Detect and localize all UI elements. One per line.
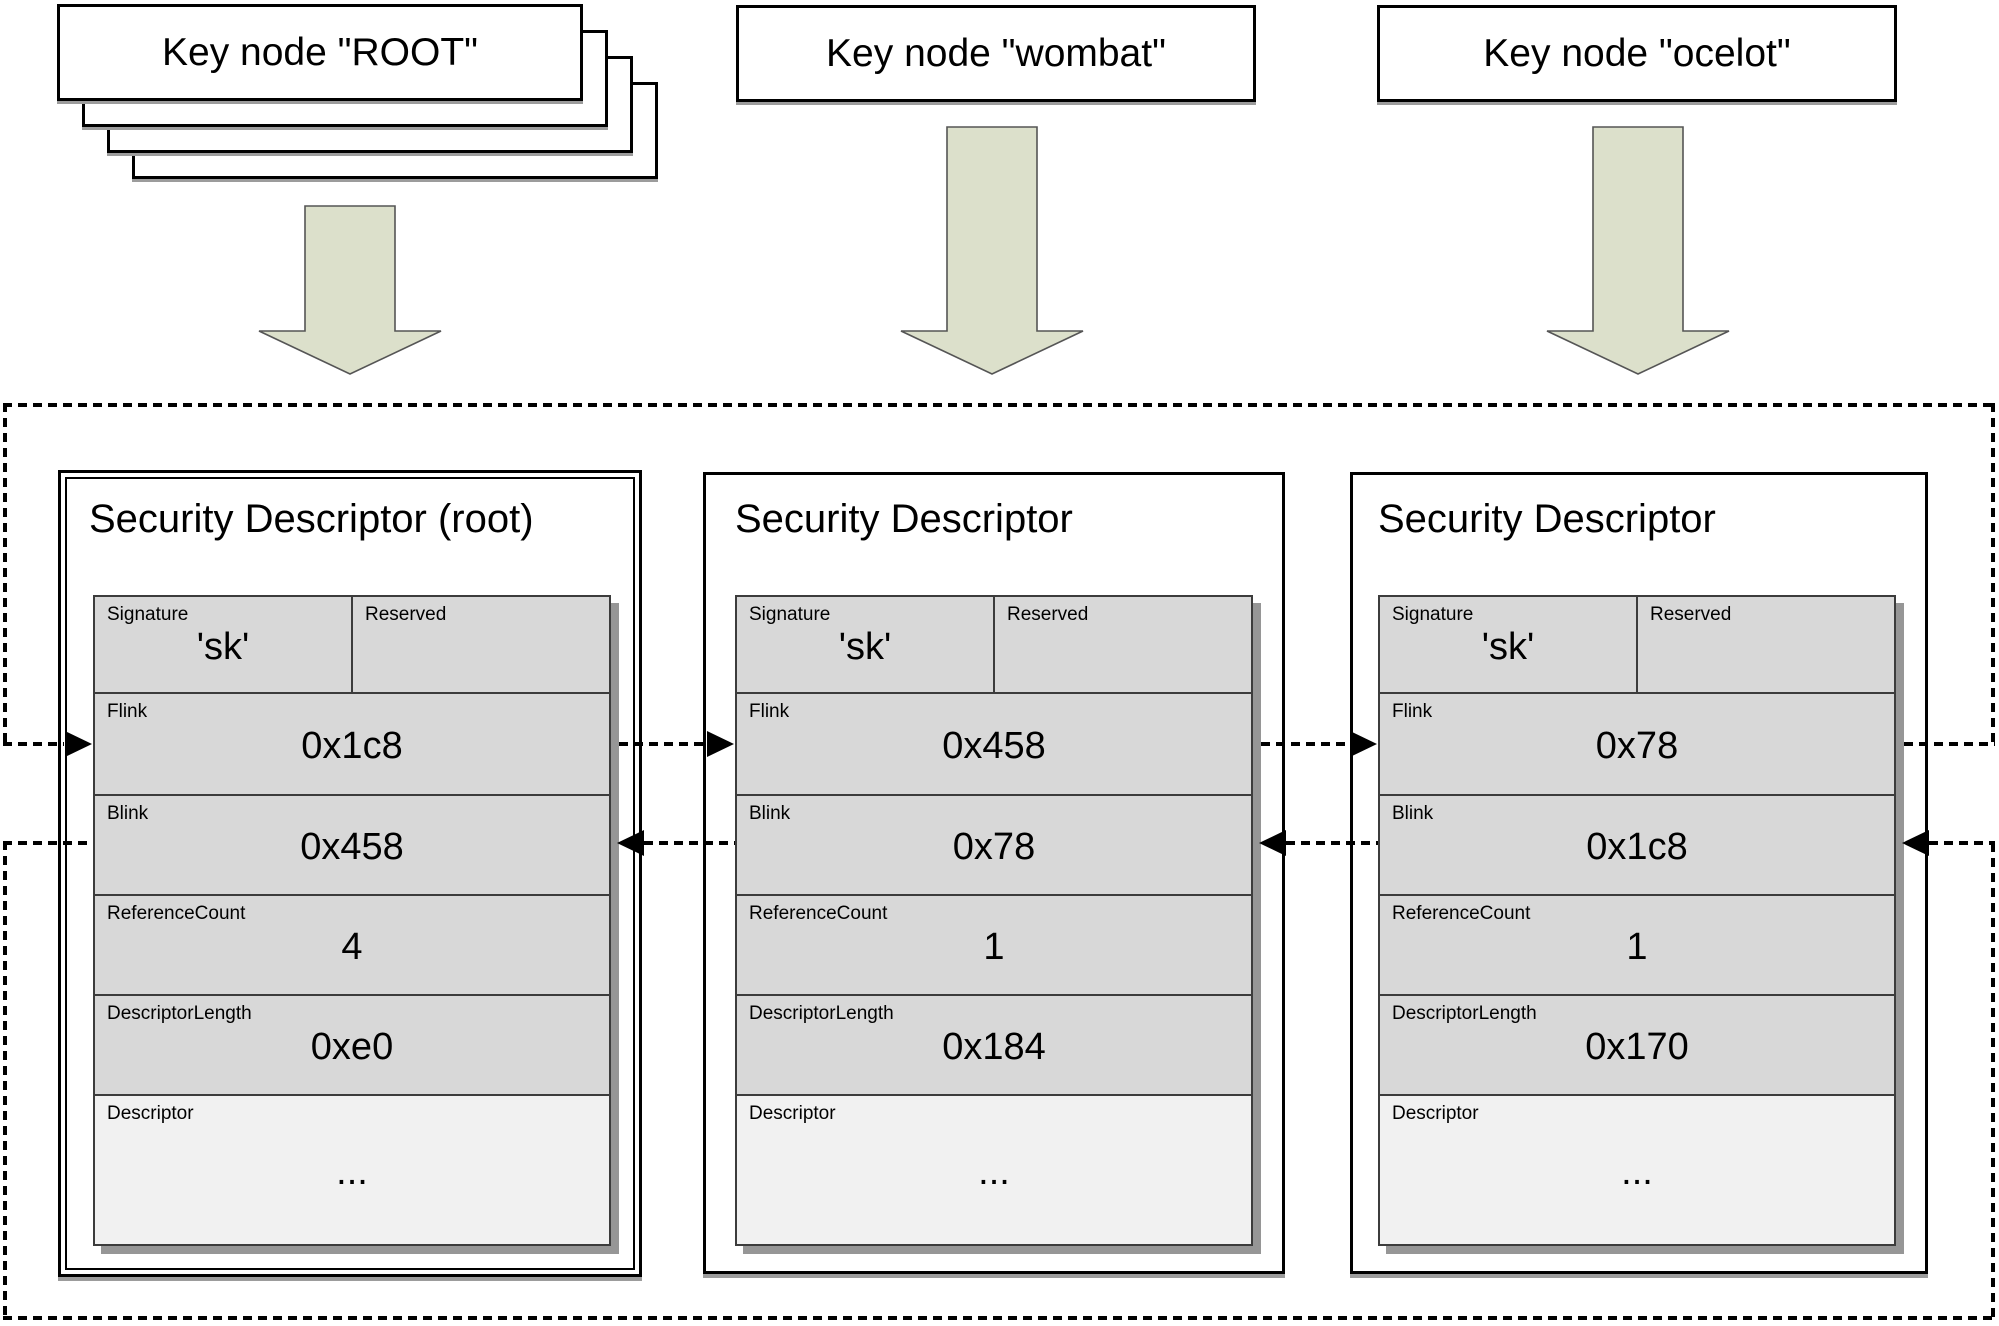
flink-link-wombat-to-ocelot [1261,742,1350,746]
blink-link-root-out [3,841,93,845]
key-node-wombat-box: Key node "wombat" [736,5,1256,102]
field-descriptorlength: DescriptorLength 0xe0 [95,996,609,1096]
security-descriptor-title: Security Descriptor [1378,497,1716,541]
field-label: DescriptorLength [1392,1003,1537,1024]
key-node-wombat-label: Key node "wombat" [826,31,1166,75]
flink-loop-right-edge [1991,403,1995,746]
key-node-ocelot-label: Key node "ocelot" [1483,31,1791,75]
field-value: 'sk' [838,625,892,668]
field-label: Blink [107,803,149,824]
field-value: ... [336,1151,368,1194]
field-referencecount: ReferenceCount 1 [737,896,1251,996]
field-label: Signature [749,604,831,625]
field-descriptorlength: DescriptorLength 0x170 [1380,996,1894,1096]
field-label: Blink [1392,803,1434,824]
field-blink: Blink 0x78 [737,796,1251,896]
blink-arrowhead-root [617,830,644,856]
field-value: 0xe0 [310,1026,394,1069]
security-descriptor-table: Signature 'sk' Reserved Flink 0x1c8 Blin… [93,595,611,1246]
field-signature: Signature 'sk' [95,597,351,692]
down-arrow-ocelot [1546,126,1730,375]
field-referencecount: ReferenceCount 4 [95,896,609,996]
field-value: 0x78 [952,826,1036,869]
flink-loop-top-edge [3,403,1995,407]
security-descriptor-wombat-box: Security Descriptor Signature 'sk' Reser… [703,472,1285,1274]
field-value: 0x184 [942,1026,1046,1069]
flink-arrowhead-wombat [707,731,734,757]
field-label: Signature [107,604,189,625]
field-blink: Blink 0x1c8 [1380,796,1894,896]
field-value: 1 [1626,926,1648,969]
field-value: 0x170 [1585,1026,1689,1069]
flink-arrowhead-root [65,731,92,757]
field-value: 'sk' [196,625,250,668]
flink-arrowhead-ocelot [1350,731,1377,757]
field-label: Descriptor [1392,1103,1479,1124]
security-descriptor-title: Security Descriptor (root) [89,497,534,541]
field-label: Reserved [1650,604,1732,625]
field-descriptor: Descriptor ... [737,1096,1251,1244]
field-label: Blink [749,803,791,824]
field-value: 0x78 [1595,725,1679,768]
blink-link-wombat-to-root [644,841,735,845]
blink-loop-left-edge [3,841,7,1320]
blink-loop-right-edge [1991,843,1995,1320]
field-reserved: Reserved [351,597,609,692]
key-node-root-box: Key node "ROOT" [57,4,583,101]
security-descriptor-root-box: Security Descriptor (root) Signature 'sk… [58,470,642,1277]
field-value: ... [1621,1151,1653,1194]
key-node-ocelot-box: Key node "ocelot" [1377,5,1897,102]
field-label: ReferenceCount [107,903,246,924]
field-value: 'sk' [1481,625,1535,668]
security-descriptor-title: Security Descriptor [735,497,1073,541]
field-label: Reserved [365,604,447,625]
key-node-root-label: Key node "ROOT" [162,30,478,74]
field-descriptor: Descriptor ... [1380,1096,1894,1244]
field-value: 0x458 [942,725,1046,768]
field-label: Flink [1392,701,1433,722]
field-flink: Flink 0x78 [1380,694,1894,796]
security-descriptor-table: Signature 'sk' Reserved Flink 0x458 Blin… [735,595,1253,1246]
blink-arrowhead-ocelot [1902,830,1929,856]
field-value: 0x458 [300,826,404,869]
field-signature: Signature 'sk' [1380,597,1636,692]
field-reserved: Reserved [993,597,1251,692]
field-label: Descriptor [107,1103,194,1124]
field-label: Flink [107,701,148,722]
security-descriptor-ocelot-box: Security Descriptor Signature 'sk' Reser… [1350,472,1928,1274]
field-value: 4 [341,926,363,969]
field-flink: Flink 0x458 [737,694,1251,796]
blink-link-into-ocelot [1929,841,1995,845]
flink-link-into-root [3,742,64,746]
down-arrow-root [258,205,442,375]
blink-arrowhead-wombat [1259,830,1286,856]
field-descriptor: Descriptor ... [95,1096,609,1244]
field-flink: Flink 0x1c8 [95,694,609,796]
field-value: 0x1c8 [301,725,403,768]
field-label: Flink [749,701,790,722]
field-value: 1 [983,926,1005,969]
field-label: ReferenceCount [749,903,888,924]
field-signature: Signature 'sk' [737,597,993,692]
flink-link-root-to-wombat [619,742,707,746]
field-label: ReferenceCount [1392,903,1531,924]
field-value: ... [978,1151,1010,1194]
field-value: 0x1c8 [1586,826,1688,869]
field-reserved: Reserved [1636,597,1894,692]
down-arrow-wombat [900,126,1084,375]
field-label: Descriptor [749,1103,836,1124]
field-label: Reserved [1007,604,1089,625]
flink-loop-left-edge [3,403,7,746]
blink-loop-bottom-edge [3,1316,1995,1320]
field-label: DescriptorLength [107,1003,252,1024]
field-referencecount: ReferenceCount 1 [1380,896,1894,996]
field-label: Signature [1392,604,1474,625]
field-blink: Blink 0x458 [95,796,609,896]
security-descriptor-table: Signature 'sk' Reserved Flink 0x78 Blink… [1378,595,1896,1246]
blink-link-ocelot-to-wombat [1286,841,1378,845]
field-label: DescriptorLength [749,1003,894,1024]
flink-link-ocelot-out [1904,742,1995,746]
field-descriptorlength: DescriptorLength 0x184 [737,996,1251,1096]
